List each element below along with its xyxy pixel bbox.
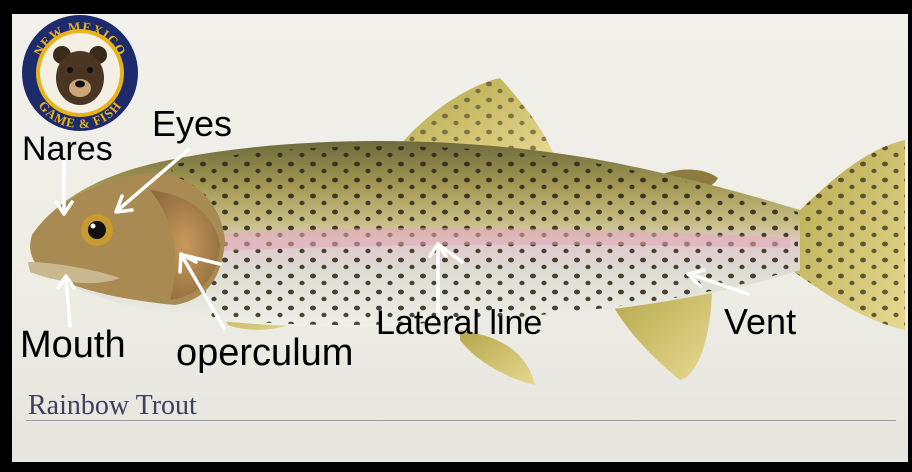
nmgf-logo: NEW MEXICO GAME & FISH	[22, 15, 138, 131]
caption-divider	[26, 420, 896, 421]
label-lateral-line: Lateral line	[376, 306, 542, 340]
species-caption: Rainbow Trout	[28, 390, 197, 422]
label-operculum: operculum	[176, 334, 353, 372]
label-vent: Vent	[724, 304, 796, 340]
label-eyes: Eyes	[152, 106, 232, 142]
label-mouth: Mouth	[20, 326, 126, 364]
label-nares: Nares	[22, 132, 113, 166]
